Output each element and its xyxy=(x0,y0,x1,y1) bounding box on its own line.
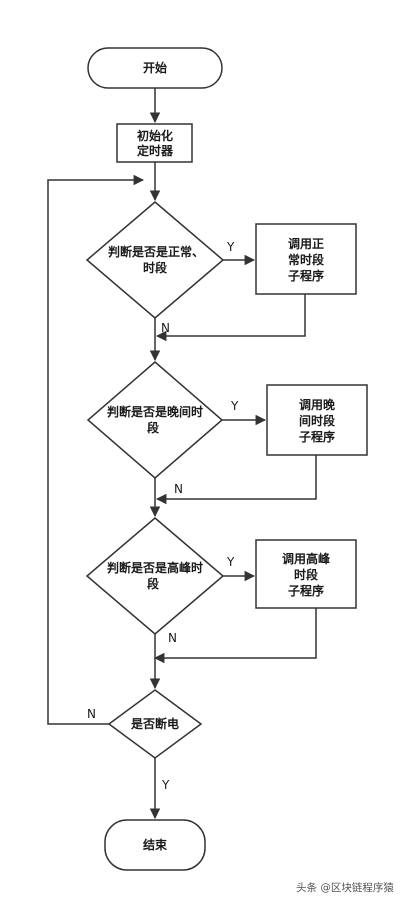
call-peak-subroutine-node xyxy=(255,539,357,609)
call-evening-label-3: 子程序 xyxy=(299,429,335,444)
no-label-peak: N xyxy=(168,631,177,645)
yes-label-power: Y xyxy=(161,778,170,792)
call-peak-label-3: 子程序 xyxy=(288,583,324,598)
call-peak-label-2: 时段 xyxy=(294,567,319,582)
no-label-power: N xyxy=(87,707,96,721)
call-evening-subroutine-node xyxy=(266,384,368,456)
call-normal-label-3: 子程序 xyxy=(288,268,324,283)
edge-normal-return xyxy=(155,294,306,342)
check-evening-label-2: 段 xyxy=(147,420,160,435)
check-peak-label-2: 段 xyxy=(147,576,160,591)
init-timer-label-1: 初始化 xyxy=(137,128,173,143)
init-timer-label-2: 定时器 xyxy=(137,143,174,158)
edge-evening-return xyxy=(155,455,317,505)
check-power-label: 是否断电 xyxy=(130,716,179,731)
watermark-text: 头条 @区块链程序猿 xyxy=(296,882,394,894)
no-label-normal: N xyxy=(161,321,170,335)
call-normal-label-1: 调用正 xyxy=(288,237,324,251)
check-normal-label-2: 时段 xyxy=(143,260,168,275)
check-normal-label-1: 判断是否是正常、 xyxy=(108,244,204,259)
call-evening-label-2: 间时段 xyxy=(299,413,336,428)
end-node xyxy=(104,819,206,871)
edge-peak-return xyxy=(153,608,317,664)
check-evening-period-node xyxy=(86,361,224,479)
yes-label-evening: Y xyxy=(230,399,239,413)
call-normal-label-2: 常时段 xyxy=(288,252,325,267)
edge-loop-back xyxy=(47,174,145,725)
yes-label-normal: Y xyxy=(226,240,235,254)
check-normal-period-node xyxy=(85,201,225,319)
yes-label-peak: Y xyxy=(226,555,235,569)
init-timer-node xyxy=(116,123,193,163)
start-label: 开始 xyxy=(143,60,167,75)
call-evening-label-1: 调用晚 xyxy=(299,397,335,412)
end-label: 结束 xyxy=(143,837,168,852)
check-evening-label-1: 判断是否是晚间时 xyxy=(107,404,203,419)
call-normal-subroutine-node xyxy=(255,223,357,295)
check-peak-period-node xyxy=(85,517,225,635)
call-peak-label-1: 调用高峰 xyxy=(282,551,331,566)
check-peak-label-1: 判断是否是高峰时 xyxy=(107,560,203,575)
no-label-evening: N xyxy=(174,482,183,496)
